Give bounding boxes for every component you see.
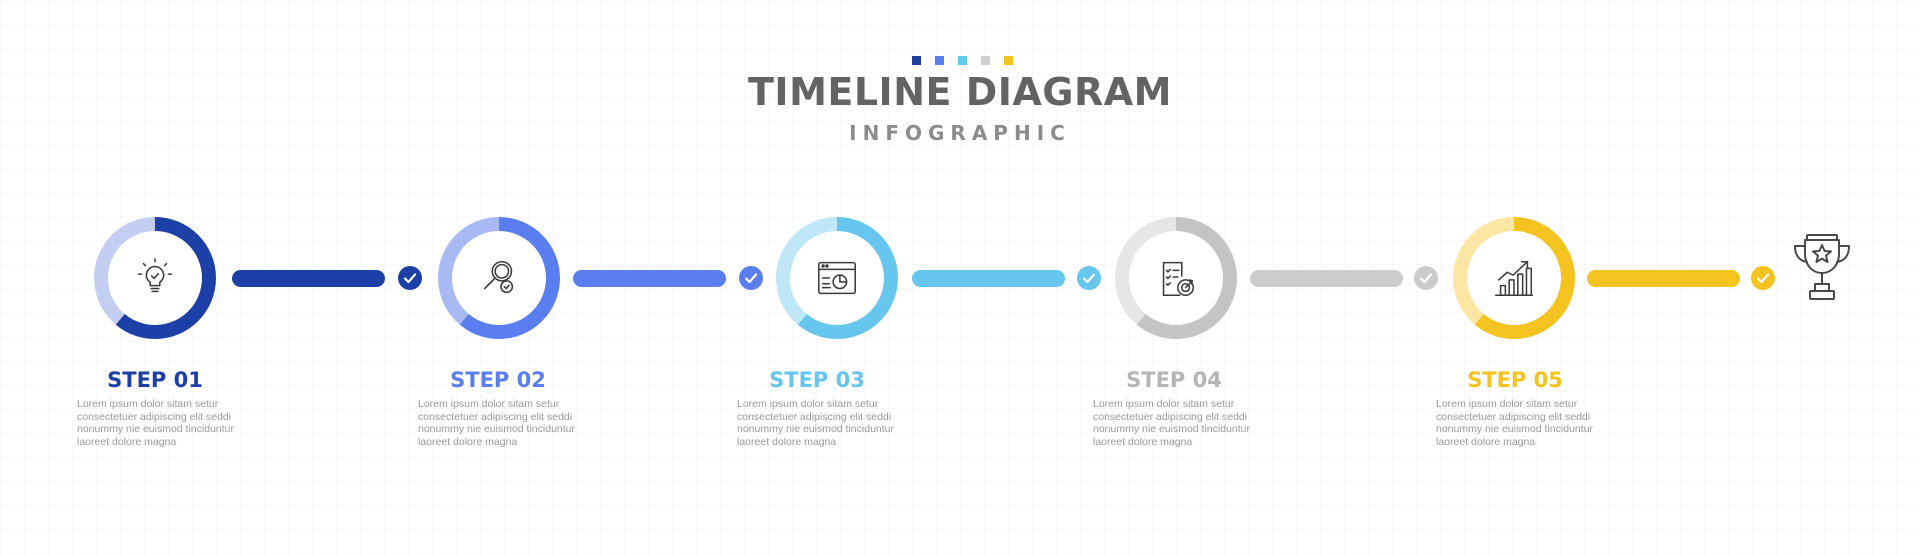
connector-bar-2 — [573, 270, 726, 287]
color-dot — [935, 56, 944, 65]
color-dots — [912, 56, 1013, 65]
color-dot — [1004, 56, 1013, 65]
color-dot — [958, 56, 967, 65]
step-2-check — [739, 266, 763, 290]
step-1-check — [398, 266, 422, 290]
step-3-description: Lorem ipsum dolor sitam setur consectetu… — [737, 398, 894, 448]
connector-bar-1 — [232, 270, 385, 287]
step-2-title: STEP 02 — [450, 368, 546, 392]
page-subtitle: INFOGRAPHIC — [849, 121, 1071, 145]
step-1-description: Lorem ipsum dolor sitam setur consectetu… — [77, 398, 234, 448]
check-icon — [1082, 273, 1096, 284]
step-4-description: Lorem ipsum dolor sitam setur consectetu… — [1093, 398, 1250, 448]
connector-bar-3 — [912, 270, 1065, 287]
step-1-ring — [94, 217, 216, 339]
step-3-check — [1077, 266, 1101, 290]
step-4-title: STEP 04 — [1126, 368, 1222, 392]
color-dot — [981, 56, 990, 65]
growth-chart-icon — [1495, 260, 1533, 297]
page-title: TIMELINE DIAGRAM — [748, 70, 1172, 114]
connector-bar-5 — [1587, 270, 1740, 287]
trophy-star-icon — [1794, 234, 1850, 300]
check-icon — [1756, 273, 1770, 284]
step-1-title: STEP 01 — [107, 368, 203, 392]
step-3-title: STEP 03 — [769, 368, 865, 392]
check-icon — [403, 273, 417, 284]
checklist-target-icon — [1162, 261, 1195, 297]
step-5-description: Lorem ipsum dolor sitam setur consectetu… — [1436, 398, 1593, 448]
step-4-check — [1414, 266, 1438, 290]
lightbulb-icon — [137, 258, 173, 293]
step-5-check — [1751, 266, 1775, 290]
step-5-ring — [1453, 217, 1575, 339]
step-2-description: Lorem ipsum dolor sitam setur consectetu… — [418, 398, 575, 448]
step-3-ring — [776, 217, 898, 339]
browser-analytics-icon — [818, 261, 856, 295]
check-icon — [744, 273, 758, 284]
check-icon — [1419, 273, 1433, 284]
step-4-ring — [1115, 217, 1237, 339]
magnifier-check-icon — [483, 260, 514, 294]
step-5-title: STEP 05 — [1467, 368, 1563, 392]
connector-bar-4 — [1250, 270, 1403, 287]
color-dot — [912, 56, 921, 65]
step-2-ring — [438, 217, 560, 339]
